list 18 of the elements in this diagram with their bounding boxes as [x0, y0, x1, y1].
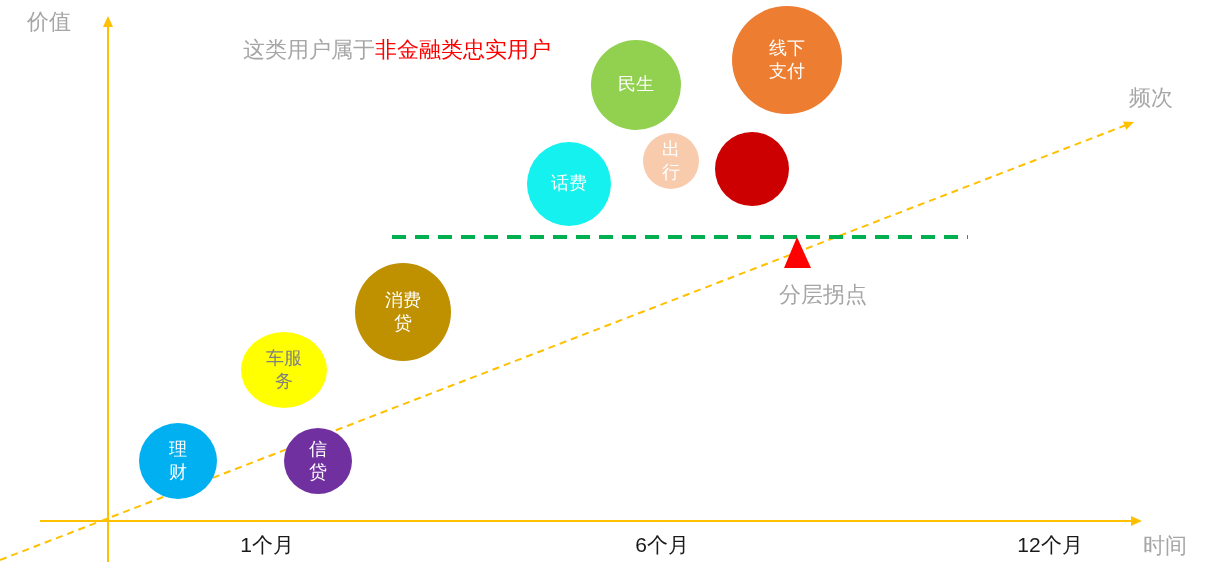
category-name: 线下支付 [768, 36, 806, 83]
category-name: 话费 [550, 172, 588, 196]
axis-title: 价值 [27, 9, 71, 36]
category-name: 理财 [168, 437, 188, 484]
note-text: 这类用户属于 [243, 37, 375, 64]
tick-label: 12个月 [1017, 532, 1083, 558]
highlight-text: 非金融类忠实用户 [375, 37, 551, 64]
category-name: 消费贷 [384, 288, 422, 335]
tick-label: 1个月 [240, 532, 294, 558]
category-bubble [643, 133, 699, 189]
category-name: 车服务 [265, 346, 303, 393]
marker-label: 分层拐点 [779, 282, 867, 309]
category-name: 民生 [617, 73, 655, 97]
tick-label: 6个月 [635, 532, 689, 558]
category-name: 出行 [661, 137, 681, 184]
category-name: 信贷 [308, 437, 328, 484]
trend-label: 频次 [1129, 85, 1173, 112]
axis-title: 时间 [1143, 533, 1187, 560]
